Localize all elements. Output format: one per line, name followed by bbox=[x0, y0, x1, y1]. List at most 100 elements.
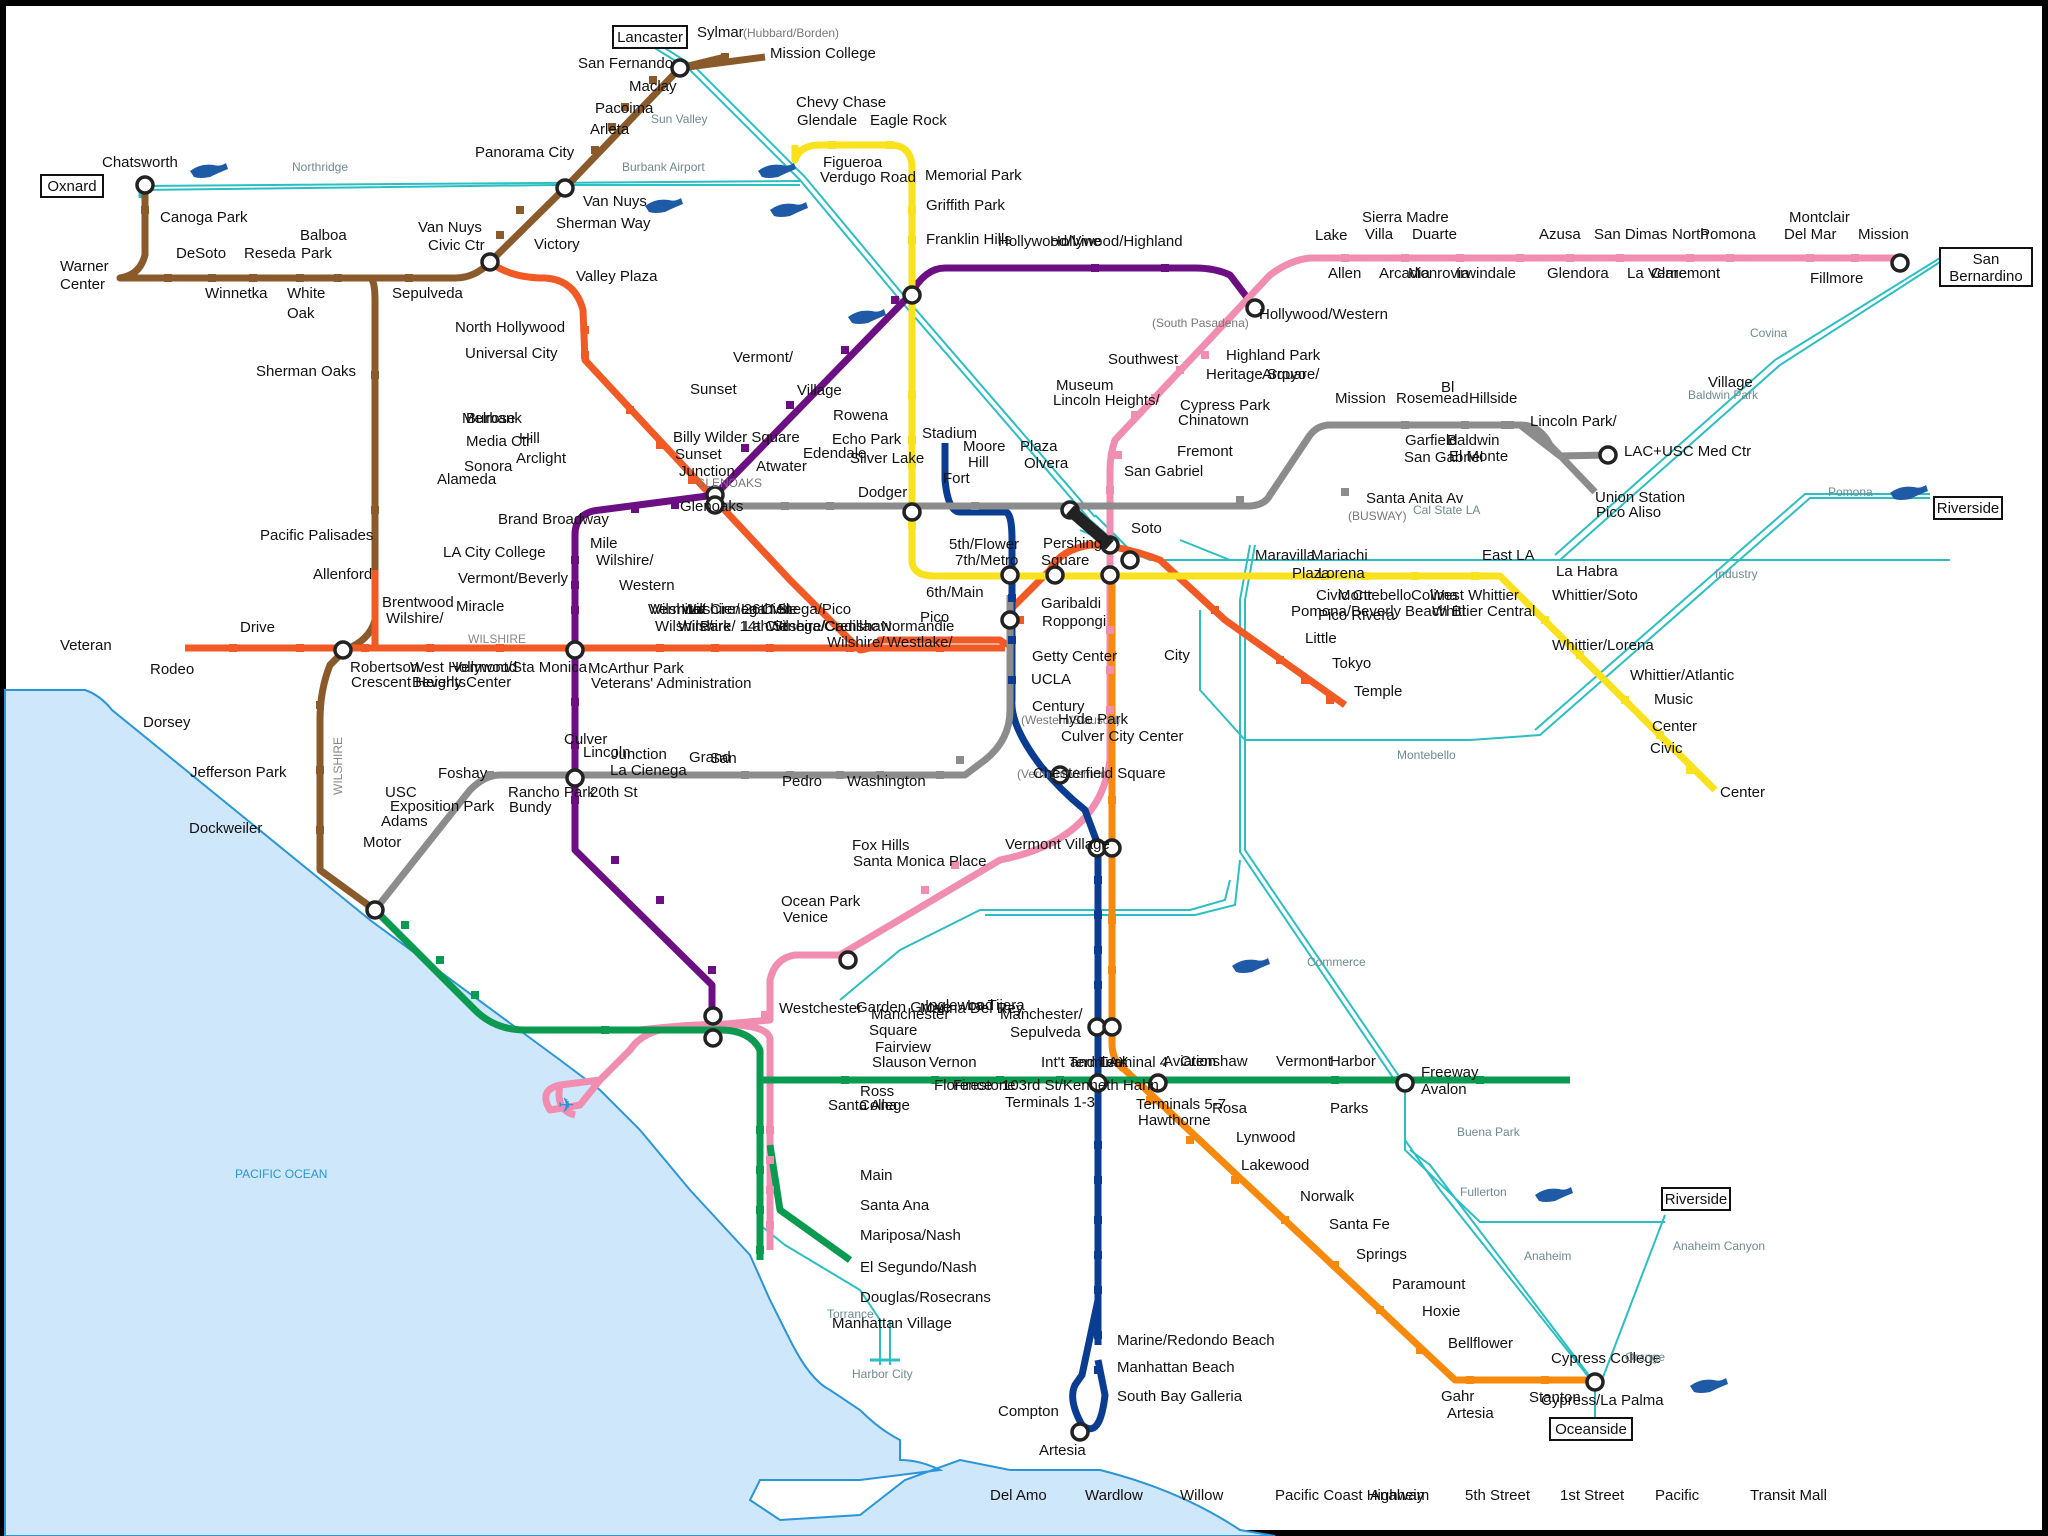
purple-station-tick bbox=[841, 346, 849, 354]
terminal-label: San bbox=[1973, 251, 2000, 268]
b_line-station-tick bbox=[1008, 636, 1016, 644]
orange-station-tick bbox=[1466, 1376, 1474, 1384]
green-station-tick bbox=[931, 1076, 939, 1084]
pink-station-tick bbox=[766, 1156, 774, 1164]
station-label: Villa bbox=[1365, 226, 1394, 243]
station-label: Culver bbox=[564, 731, 607, 748]
station-label: Slauson bbox=[872, 1054, 926, 1071]
amtrak-icon-shape bbox=[758, 163, 796, 178]
station-label: Atwater bbox=[756, 458, 807, 475]
station-label: Inglewood bbox=[925, 997, 993, 1014]
amtrak-icon bbox=[1890, 485, 1928, 500]
station-label: Ocean Park bbox=[781, 893, 861, 910]
station-label: Vermont bbox=[650, 601, 707, 618]
station-label: Van Nuys bbox=[418, 219, 482, 236]
red-station-tick bbox=[426, 644, 434, 652]
station-label: Main bbox=[860, 1167, 893, 1184]
green-station-tick bbox=[471, 991, 479, 999]
station-label: La Tijera bbox=[967, 997, 1025, 1014]
transfer-station bbox=[670, 58, 690, 78]
station-label: Brand Broadway bbox=[498, 511, 609, 528]
station-label: Memorial Park bbox=[925, 167, 1022, 184]
orange-station-tick bbox=[1186, 1136, 1194, 1144]
red-station-tick bbox=[1016, 616, 1024, 624]
b_line-station-tick bbox=[1094, 1366, 1102, 1374]
pink-station-tick bbox=[761, 1011, 769, 1019]
station-label: Highland Park bbox=[1226, 347, 1321, 364]
station-label: Mission bbox=[1335, 390, 1386, 407]
station-label: Pedro bbox=[782, 773, 822, 790]
brown-station-tick bbox=[208, 274, 216, 282]
station-label: Miracle bbox=[456, 598, 504, 615]
station-label: Wilshire/ 14th St bbox=[678, 618, 788, 635]
station-label: Wilshire/ bbox=[655, 618, 713, 635]
station-label: Mariposa/Nash bbox=[860, 1227, 961, 1244]
station-label: Reseda bbox=[244, 245, 296, 262]
station-label: El Monte bbox=[1449, 448, 1508, 465]
station-label: Arroyo bbox=[1262, 366, 1306, 383]
station-label: USC bbox=[385, 784, 417, 801]
station-label: Figueroa bbox=[823, 154, 883, 171]
station-label: Junction bbox=[611, 746, 667, 763]
pink-station-tick bbox=[1806, 254, 1814, 262]
station-ticks bbox=[141, 53, 1859, 1384]
orange-station-tick bbox=[1108, 966, 1116, 974]
station-label: Florence bbox=[934, 1077, 992, 1094]
transfer-station bbox=[902, 285, 922, 305]
pink-station-tick bbox=[1106, 666, 1114, 674]
station-label: Arleta bbox=[590, 121, 630, 138]
station-label: Media Ctr bbox=[466, 433, 531, 450]
station-label: Sonora bbox=[464, 458, 513, 475]
station-label: and Terminal 4 bbox=[1070, 1054, 1168, 1071]
station-label: Montclair bbox=[1789, 209, 1850, 226]
red-station-tick bbox=[496, 644, 504, 652]
station-label: Lynwood bbox=[1236, 1129, 1296, 1146]
station-label: Anaheim bbox=[1370, 1487, 1429, 1504]
station-label: Robertson bbox=[350, 659, 419, 676]
station-label: Lakewood bbox=[1241, 1157, 1309, 1174]
brown-station-tick bbox=[621, 103, 629, 111]
station-label: Universal City bbox=[465, 345, 558, 362]
brown-station-tick bbox=[296, 274, 304, 282]
station-label: Drive bbox=[240, 619, 275, 636]
station-label: Wilshire/ bbox=[768, 618, 826, 635]
station-label: Whittier Central bbox=[1432, 603, 1535, 620]
station-label: Normandie bbox=[881, 618, 954, 635]
station-label: Grand bbox=[689, 749, 731, 766]
station-label: Square bbox=[1041, 552, 1089, 569]
purple-station-tick bbox=[571, 581, 579, 589]
terminal-label: Riverside bbox=[1937, 500, 2000, 517]
transfer-station bbox=[1102, 838, 1122, 858]
station-label: Lake bbox=[1315, 227, 1348, 244]
terminal-box bbox=[612, 25, 688, 49]
b_line-station-tick bbox=[1094, 911, 1102, 919]
station-label: Echo Park bbox=[832, 431, 902, 448]
station-label: (BUSWAY) bbox=[1348, 509, 1407, 523]
green-station-tick bbox=[756, 1126, 764, 1134]
green-station-tick bbox=[1056, 1076, 1064, 1084]
station-label: San Fernando bbox=[578, 55, 673, 72]
purple-station-tick bbox=[891, 296, 899, 304]
brown-station-tick bbox=[721, 53, 729, 61]
station-label: Chesterfield Square bbox=[1033, 765, 1166, 782]
station-label: (South Pasadena) bbox=[1152, 316, 1249, 330]
station-label: Paramount bbox=[1392, 1276, 1466, 1293]
red-station-tick bbox=[656, 644, 664, 652]
gold-station-tick bbox=[886, 141, 894, 149]
station-label: Cypress College bbox=[1551, 1350, 1661, 1367]
station-label: Wilshire/ bbox=[648, 601, 706, 618]
station-label: Crescent Heights bbox=[351, 674, 466, 691]
commuter-segment bbox=[985, 859, 1241, 916]
station-label: Pacific Coast Highway bbox=[1275, 1487, 1425, 1504]
station-label: Pacific Palisades bbox=[260, 527, 373, 544]
gold-station-tick bbox=[908, 176, 916, 184]
station-label: Allenford bbox=[313, 566, 372, 583]
station-label: Springs bbox=[1356, 1246, 1407, 1263]
station-label: 1st Street bbox=[1560, 1487, 1625, 1504]
transfer-station bbox=[1148, 1073, 1168, 1093]
orange-station-tick bbox=[1376, 1306, 1384, 1314]
station-label: White bbox=[287, 285, 325, 302]
station-label: Pershing bbox=[1043, 535, 1102, 552]
